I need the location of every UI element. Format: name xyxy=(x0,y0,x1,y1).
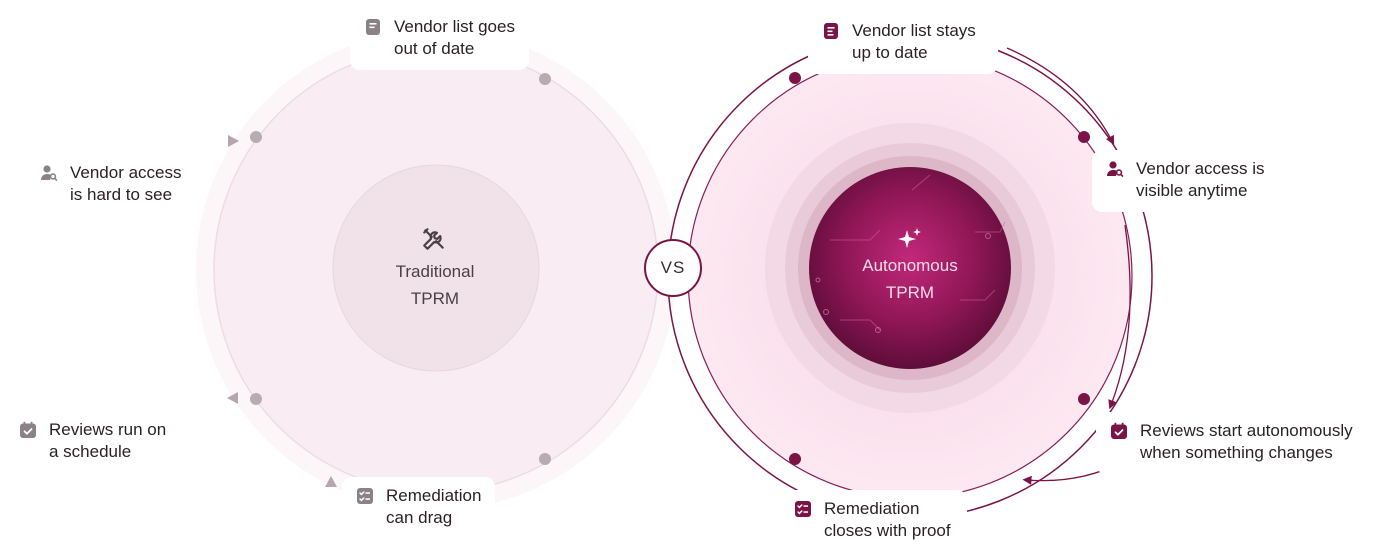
right-node-bottom-left xyxy=(789,453,801,465)
right-node-bottom-right xyxy=(1078,393,1090,405)
autonomous-item-reviews-line2: when something changes xyxy=(1140,443,1333,462)
vs-badge: VS xyxy=(644,239,702,297)
vs-label: VS xyxy=(660,258,686,277)
document-icon xyxy=(822,22,840,40)
document-icon xyxy=(364,18,382,36)
autonomous-item-reviews-line1: Reviews start autonomously xyxy=(1140,421,1353,440)
autonomous-item-vendor-access-line2: visible anytime xyxy=(1136,181,1248,200)
traditional-item-reviews-line1: Reviews run on xyxy=(49,420,167,439)
checklist-icon xyxy=(356,487,374,505)
core-circuit-dots xyxy=(815,233,991,333)
left-node-lower-left xyxy=(250,393,262,405)
checklist-icon xyxy=(794,500,812,518)
user-key-icon xyxy=(40,164,58,182)
right-arc-arrow-right xyxy=(1108,224,1131,410)
user-key-icon xyxy=(1106,160,1124,178)
traditional-item-vendor-list: Vendor list goes out of date xyxy=(350,8,529,70)
traditional-item-remediation-line2: can drag xyxy=(386,508,453,527)
autonomous-item-vendor-list: Vendor list stays up to date xyxy=(808,12,998,74)
autonomous-item-vendor-list-line1: Vendor list stays xyxy=(852,21,976,40)
calendar-check-icon xyxy=(1110,422,1128,440)
left-inner-circle xyxy=(332,164,540,372)
left-node-bottom-right xyxy=(539,453,551,465)
right-node-top-left xyxy=(789,72,801,84)
autonomous-item-remediation: Remediation closes with proof xyxy=(780,490,967,552)
left-node-top-right xyxy=(539,73,551,85)
traditional-item-remediation: Remediation can drag xyxy=(342,477,496,539)
left-arrowhead-upper xyxy=(228,135,239,147)
traditional-item-vendor-list-line2: out of date xyxy=(394,39,475,58)
sparkles-icon xyxy=(896,226,924,250)
calendar-check-icon xyxy=(19,421,37,439)
traditional-item-vendor-list-line1: Vendor list goes xyxy=(394,17,515,36)
autonomous-item-vendor-access: Vendor access is visible anytime xyxy=(1092,150,1287,212)
left-node-upper-left xyxy=(250,131,262,143)
traditional-item-vendor-access-line2: is hard to see xyxy=(70,185,173,204)
traditional-title-line1: Traditional xyxy=(395,262,475,281)
left-arrowhead-bottom xyxy=(325,476,337,487)
autonomous-title-line1: Autonomous xyxy=(862,256,958,275)
autonomous-title-line2: TPRM xyxy=(885,283,935,302)
traditional-item-remediation-line1: Remediation xyxy=(386,486,482,505)
traditional-item-reviews: Reviews run on a schedule xyxy=(19,419,166,463)
autonomous-item-remediation-line1: Remediation xyxy=(824,499,920,518)
autonomous-item-vendor-list-line2: up to date xyxy=(852,43,928,62)
traditional-title: Traditional TPRM xyxy=(335,258,535,312)
tools-icon xyxy=(421,226,447,252)
core-circuit-lines xyxy=(830,174,1006,331)
right-node-top-right xyxy=(1078,131,1090,143)
left-arrowhead-middle xyxy=(227,392,238,404)
traditional-item-vendor-access-line1: Vendor access xyxy=(70,163,182,182)
traditional-item-reviews-line2: a schedule xyxy=(49,442,132,461)
autonomous-item-remediation-line2: closes with proof xyxy=(824,521,951,540)
traditional-title-line2: TPRM xyxy=(410,289,460,308)
autonomous-title: Autonomous TPRM xyxy=(810,252,1010,306)
right-arc-arrow-top xyxy=(1006,47,1115,146)
right-core-circle xyxy=(809,167,1011,369)
autonomous-item-vendor-access-line1: Vendor access is xyxy=(1136,159,1265,178)
traditional-item-vendor-access: Vendor access is hard to see xyxy=(40,162,182,206)
autonomous-item-reviews: Reviews start autonomously when somethin… xyxy=(1096,412,1359,474)
